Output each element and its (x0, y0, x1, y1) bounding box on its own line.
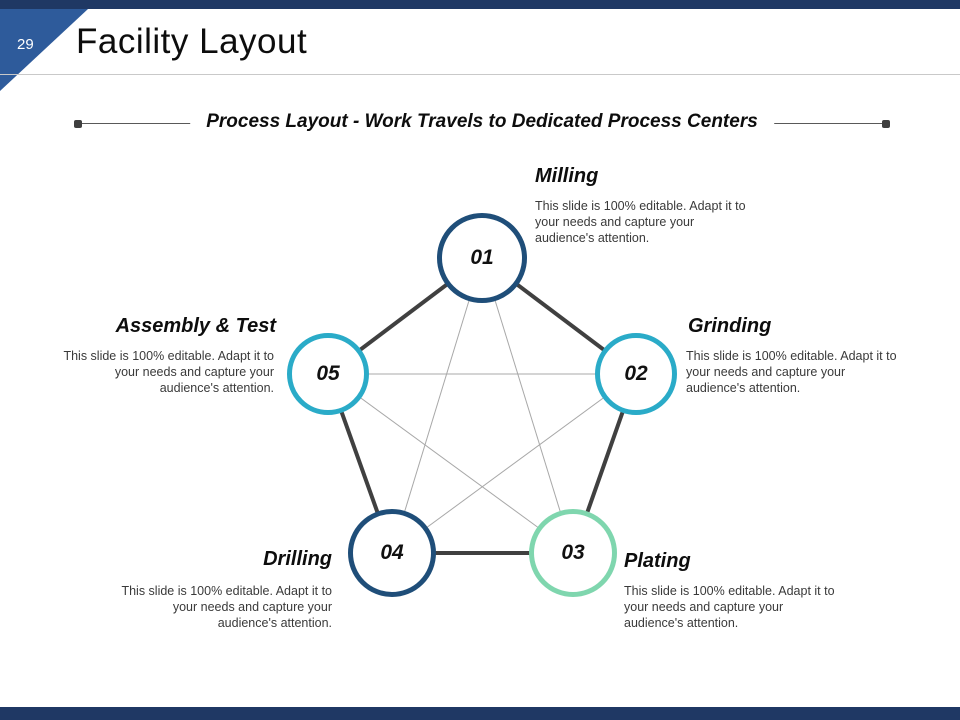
top-accent-bar (0, 0, 960, 9)
node-label-grinding: Grinding (688, 315, 772, 337)
diagonal-01-03 (481, 257, 574, 554)
subtitle-row: Process Layout - Work Travels to Dedicat… (74, 110, 890, 138)
node-number: 02 (624, 362, 648, 385)
node-number: 03 (561, 541, 585, 564)
node-label-plating: Plating (624, 550, 691, 572)
slide-subtitle: Process Layout - Work Travels to Dedicat… (190, 111, 774, 133)
node-label-assembly-test: Assembly & Test (115, 315, 276, 337)
node-description-grinding: This slide is 100% editable. Adapt it to… (686, 349, 897, 395)
node-description-assembly-test: This slide is 100% editable. Adapt it to… (63, 349, 274, 395)
subtitle-endpoint-dot-right (882, 120, 890, 128)
node-number: 01 (470, 246, 494, 269)
node-circle-plating: 03 (529, 509, 617, 597)
node-description-drilling: This slide is 100% editable. Adapt it to… (121, 584, 332, 630)
diagonal-01-04 (391, 257, 483, 554)
node-number: 04 (380, 541, 404, 564)
node-circle-milling: 01 (437, 213, 527, 303)
page-title: Facility Layout (76, 22, 308, 61)
node-number: 05 (316, 362, 340, 385)
node-label-milling: Milling (535, 165, 599, 187)
page-number: 29 (17, 36, 34, 53)
title-divider (0, 74, 960, 75)
node-description-milling: This slide is 100% editable. Adapt it to… (535, 199, 746, 245)
subtitle-endpoint-dot-left (74, 120, 82, 128)
node-label-drilling: Drilling (263, 548, 332, 570)
node-circle-grinding: 02 (595, 333, 677, 415)
node-circle-assembly-test: 05 (287, 333, 369, 415)
diagonal-03-05 (327, 373, 574, 554)
node-circle-drilling: 04 (348, 509, 436, 597)
node-description-plating: This slide is 100% editable. Adapt it to… (624, 584, 835, 630)
diagonal-02-04 (391, 373, 637, 554)
bottom-accent-bar (0, 707, 960, 720)
